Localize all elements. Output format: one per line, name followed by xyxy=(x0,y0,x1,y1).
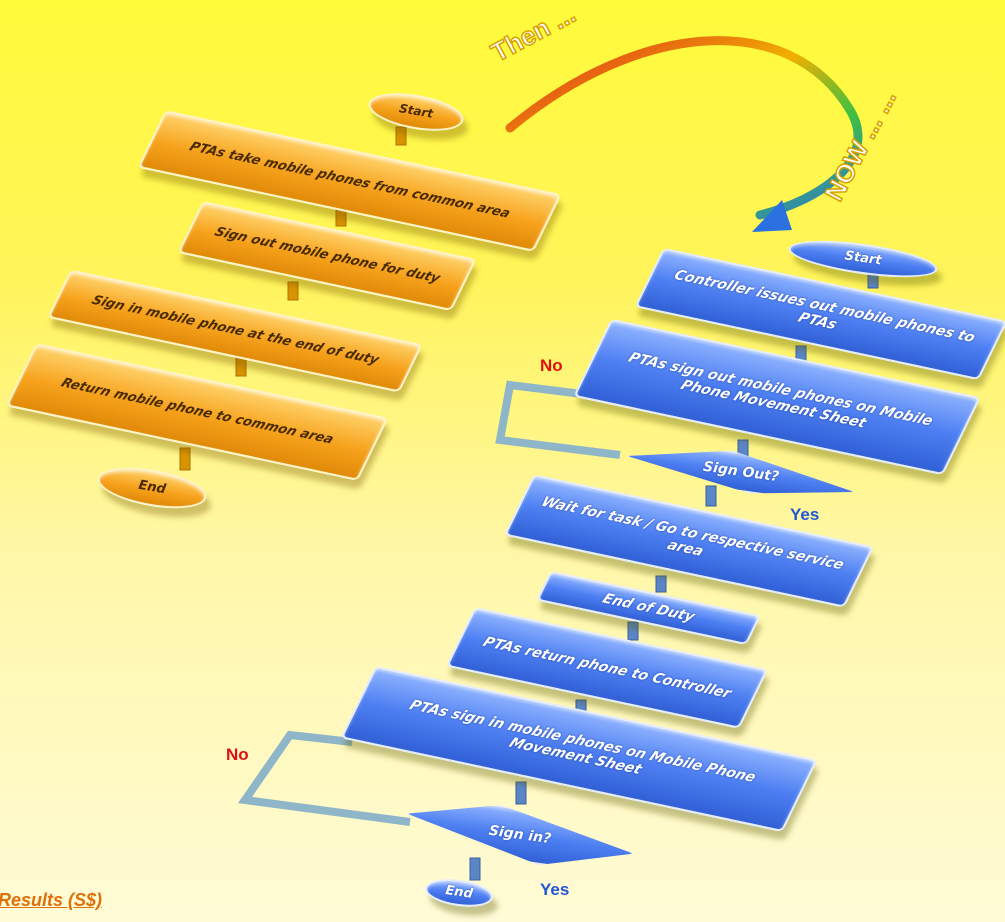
yes-label-sign-out: Yes xyxy=(790,505,820,524)
transition-arrow xyxy=(505,36,863,220)
transition-arrowhead xyxy=(752,200,792,232)
no-label-sign-out: No xyxy=(540,356,563,375)
yes-label-sign-in: Yes xyxy=(540,880,570,899)
loop-no-2 xyxy=(237,730,411,826)
no-label-sign-in: No xyxy=(226,745,249,764)
results-heading: Results (S$) xyxy=(0,890,103,910)
loop-no-1 xyxy=(495,380,621,459)
